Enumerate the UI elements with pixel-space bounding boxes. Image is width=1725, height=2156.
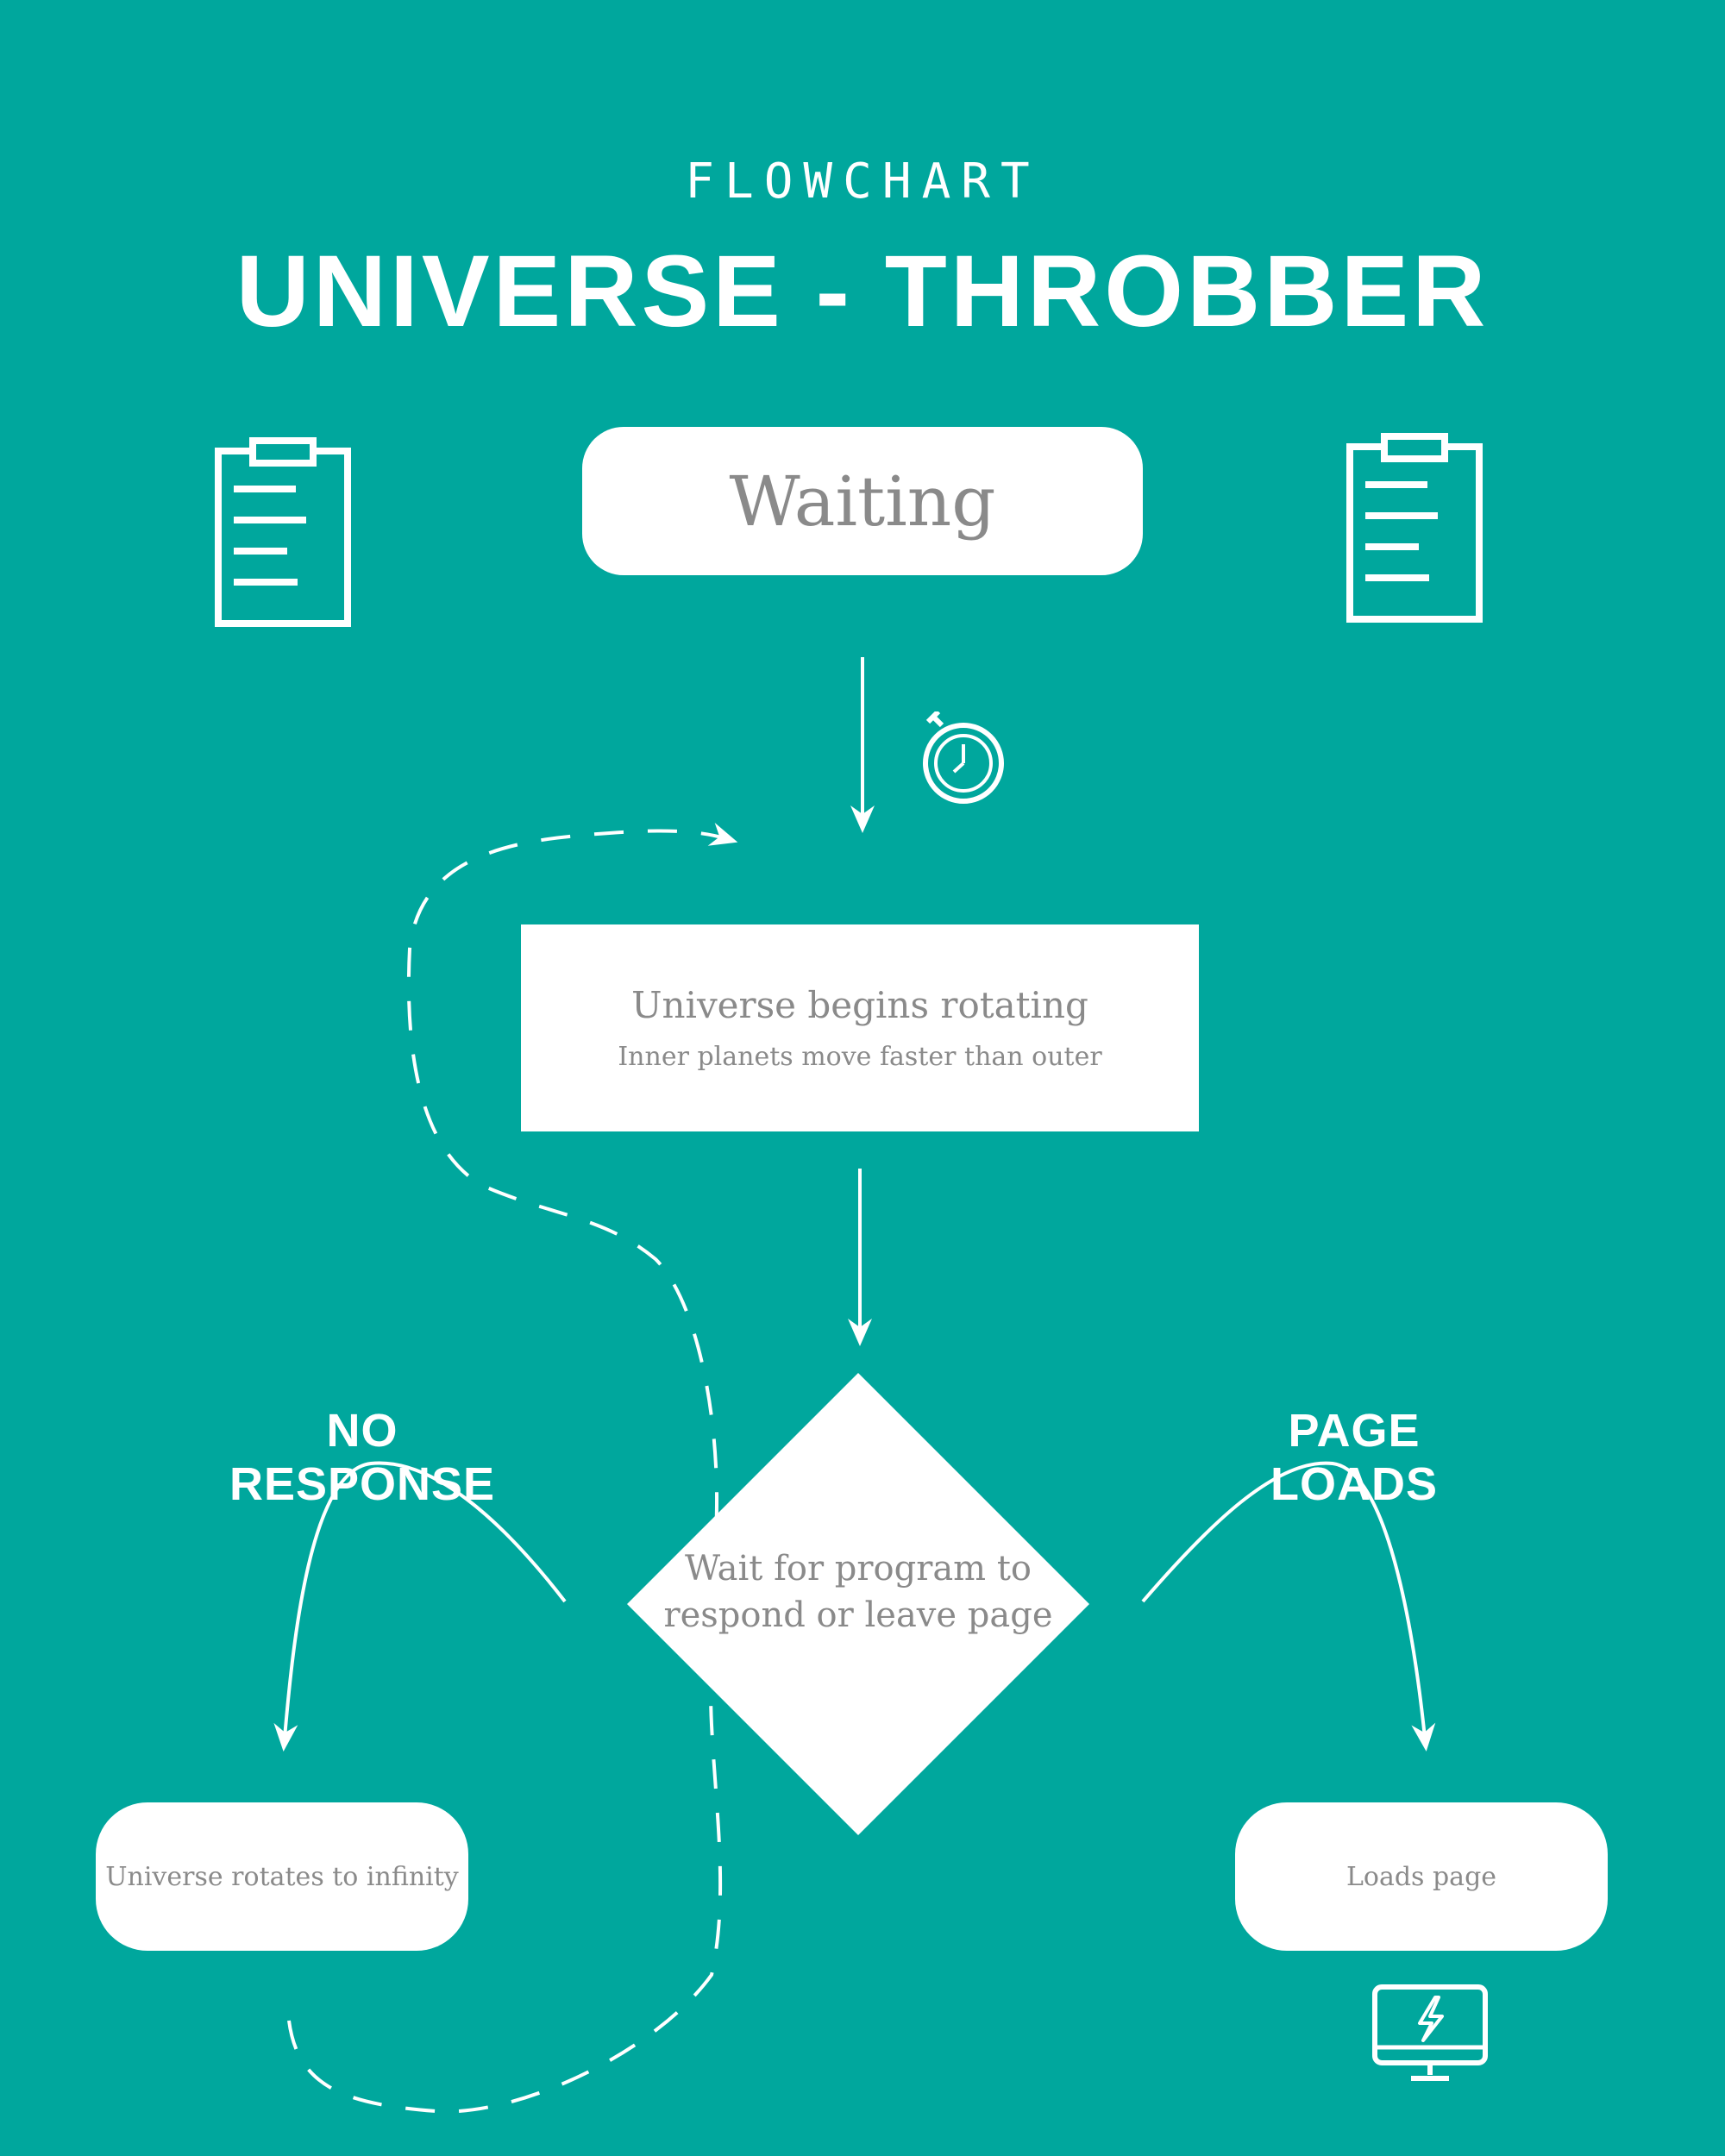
start-node-label: Waiting: [729, 461, 996, 542]
decision-node: [627, 1373, 1089, 1835]
branch-label-page-loads: PAGE LOADS: [1270, 1405, 1438, 1510]
arrow-no-response: [273, 1461, 567, 1752]
stopwatch-icon: [923, 711, 1004, 804]
page-title: UNIVERSE - THROBBER: [235, 235, 1490, 348]
process-node-sublabel: Inner planets move faster than outer: [618, 1042, 1102, 1072]
decision-node-label: Wait for program to respond or leave pag…: [663, 1549, 1053, 1635]
start-node: Waiting: [582, 427, 1143, 575]
branch-label-no-response: NO RESPONSE: [229, 1405, 496, 1510]
clipboard-icon: [1346, 433, 1483, 623]
end-node-loads-page-label: Loads page: [1346, 1861, 1497, 1892]
process-node: Universe begins rotating Inner planets m…: [521, 924, 1199, 1131]
arrow-page-loads: [1141, 1461, 1436, 1752]
eyebrow-label: FLOWCHART: [685, 154, 1040, 210]
monitor-icon: [1372, 1984, 1488, 2081]
end-node-infinity-label: Universe rotates to infinity: [105, 1861, 459, 1892]
end-node-loads-page: Loads page: [1235, 1802, 1608, 1951]
dashed-loop-path: [287, 822, 738, 2114]
process-node-label: Universe begins rotating: [631, 984, 1088, 1026]
end-node-infinity: Universe rotates to infinity: [96, 1802, 468, 1951]
clipboard-icon: [215, 437, 351, 627]
